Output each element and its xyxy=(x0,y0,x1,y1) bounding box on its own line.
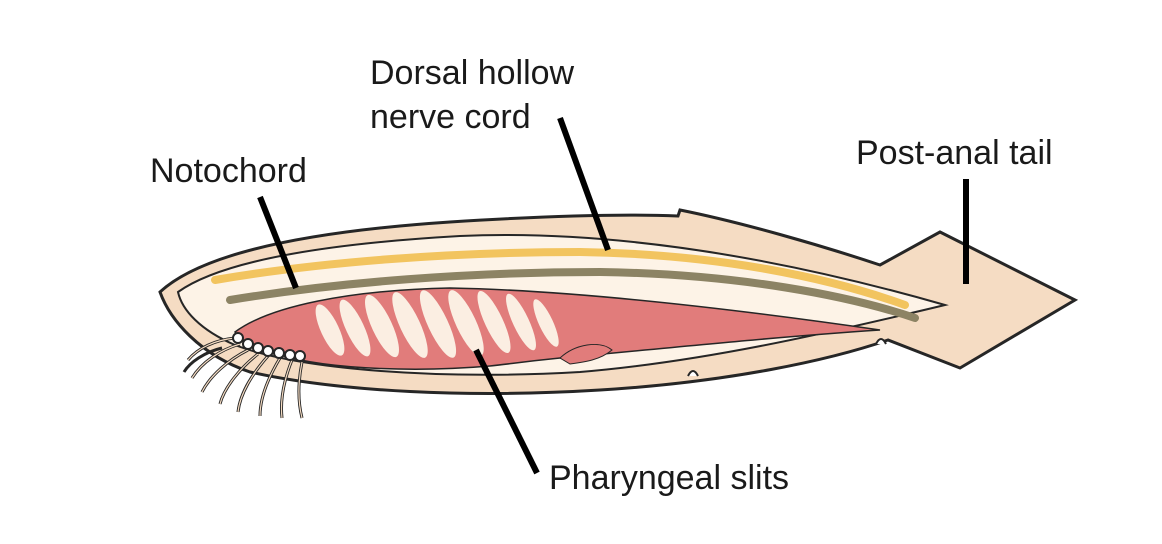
pharyngeal-slit xyxy=(533,299,559,347)
tentacle-bump xyxy=(294,350,306,362)
label-dorsal-hollow-line1: Dorsal hollow xyxy=(370,54,575,92)
cirrus-highlight xyxy=(201,349,249,393)
pharyngeal-slit xyxy=(315,304,345,356)
label-notochord: Notochord xyxy=(150,152,307,190)
cirrus-highlight xyxy=(237,355,269,413)
dorsal-nerve-cord xyxy=(211,247,909,309)
cirrus-highlight xyxy=(259,357,281,417)
oral-tentacle-bumps xyxy=(232,332,306,362)
pharyngeal-slits xyxy=(315,290,559,358)
leader-dorsal-nerve-cord xyxy=(557,116,611,252)
oral-cirri-inner xyxy=(187,337,303,419)
cirrus-highlight xyxy=(219,353,259,405)
leader-pharyngeal-slits xyxy=(473,348,540,475)
pharyngeal-slit xyxy=(365,294,399,358)
pharyngeal-slit xyxy=(419,290,457,358)
label-dorsal-hollow-line2: nerve cord xyxy=(370,98,531,136)
cirrus-highlight xyxy=(187,337,236,361)
pharyngeal-slit xyxy=(448,290,484,356)
pharyngeal-slit xyxy=(339,299,371,357)
pharyngeal-slit xyxy=(477,290,511,354)
pharyngeal-slit xyxy=(392,292,428,358)
leader-notochord xyxy=(257,195,299,290)
label-pharyngeal-slits: Pharyngeal slits xyxy=(549,459,789,497)
tentacle-bump xyxy=(242,338,254,350)
cirrus-highlight xyxy=(280,359,293,419)
pharyngeal-slit xyxy=(506,293,536,351)
tentacle-bump xyxy=(273,347,285,359)
tentacle-bump xyxy=(252,342,264,354)
notochord xyxy=(226,267,919,322)
tentacle-bump xyxy=(232,332,244,344)
gut-end xyxy=(559,343,613,365)
ventral-notch xyxy=(687,370,699,377)
ventral-notch xyxy=(875,338,887,345)
label-post-anal-tail: Post-anal tail xyxy=(856,134,1053,172)
cirrus xyxy=(182,346,223,373)
tentacle-bump xyxy=(262,345,274,357)
tentacle-bump xyxy=(284,349,296,361)
cirrus-highlight xyxy=(191,343,241,379)
cirrus-highlight xyxy=(298,361,303,419)
